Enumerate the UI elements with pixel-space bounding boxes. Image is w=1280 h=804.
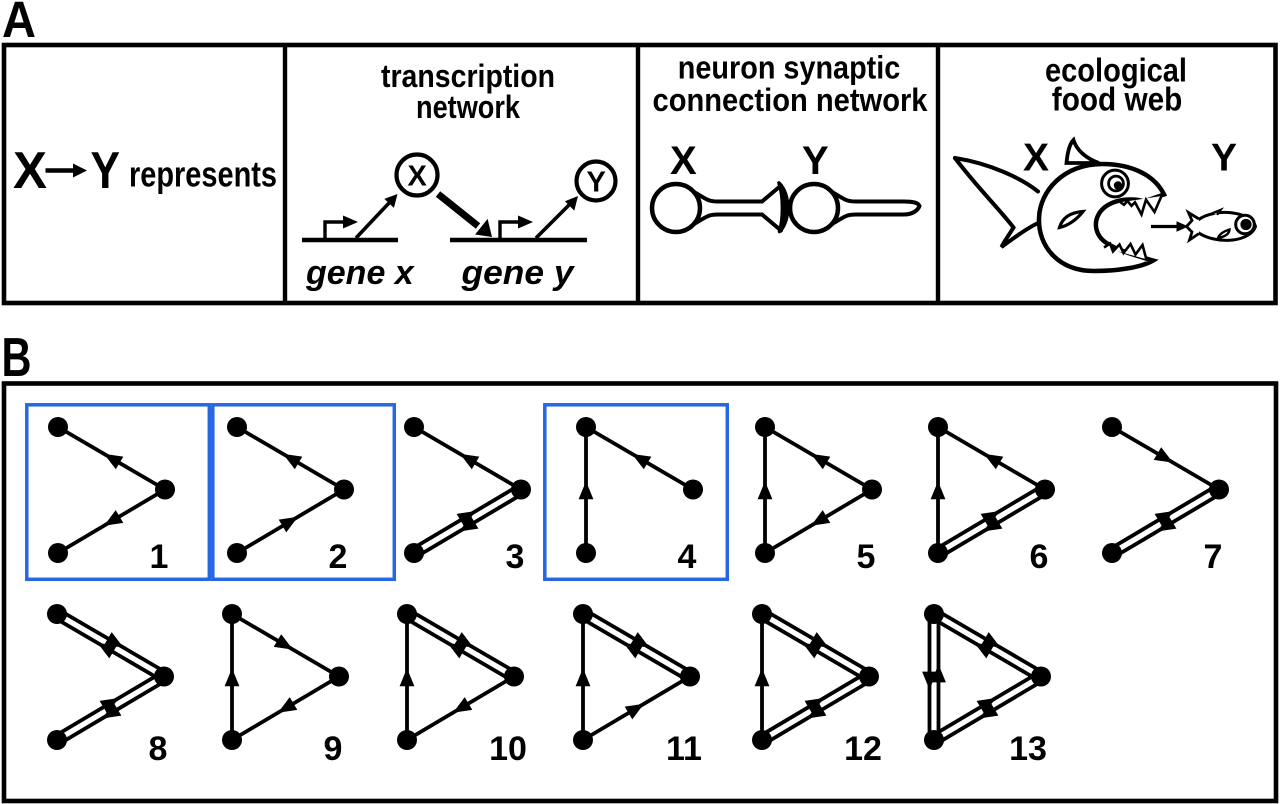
svg-text:gene x: gene x (305, 254, 416, 292)
svg-text:neuron synaptic: neuron synaptic (678, 50, 901, 86)
svg-text:3: 3 (506, 538, 525, 576)
svg-text:6: 6 (1030, 538, 1049, 576)
svg-text:represents: represents (129, 154, 277, 195)
svg-text:X: X (408, 161, 428, 193)
svg-text:Y: Y (91, 142, 121, 200)
svg-text:B: B (2, 326, 32, 388)
svg-text:gene y: gene y (460, 254, 575, 292)
svg-text:2: 2 (329, 538, 348, 576)
svg-text:Y: Y (1211, 137, 1237, 180)
svg-text:7: 7 (1204, 538, 1223, 576)
svg-text:10: 10 (489, 730, 527, 768)
svg-text:X: X (670, 139, 697, 183)
svg-text:4: 4 (678, 538, 697, 576)
svg-text:X: X (13, 142, 47, 200)
svg-text:13: 13 (1009, 730, 1047, 768)
svg-text:12: 12 (844, 730, 882, 768)
svg-text:5: 5 (857, 538, 876, 576)
svg-text:X: X (1023, 137, 1049, 180)
svg-text:A: A (2, 0, 36, 48)
svg-text:11: 11 (666, 730, 702, 768)
svg-text:8: 8 (149, 730, 168, 768)
svg-text:transcription: transcription (381, 58, 555, 94)
svg-text:connection network: connection network (653, 82, 928, 118)
svg-text:network: network (416, 89, 520, 125)
svg-text:9: 9 (324, 730, 343, 768)
svg-text:Y: Y (802, 139, 829, 183)
svg-text:Y: Y (587, 167, 606, 199)
svg-text:1: 1 (150, 538, 169, 576)
svg-text:food web: food web (1052, 81, 1183, 118)
svg-text:ecological: ecological (1045, 52, 1187, 89)
